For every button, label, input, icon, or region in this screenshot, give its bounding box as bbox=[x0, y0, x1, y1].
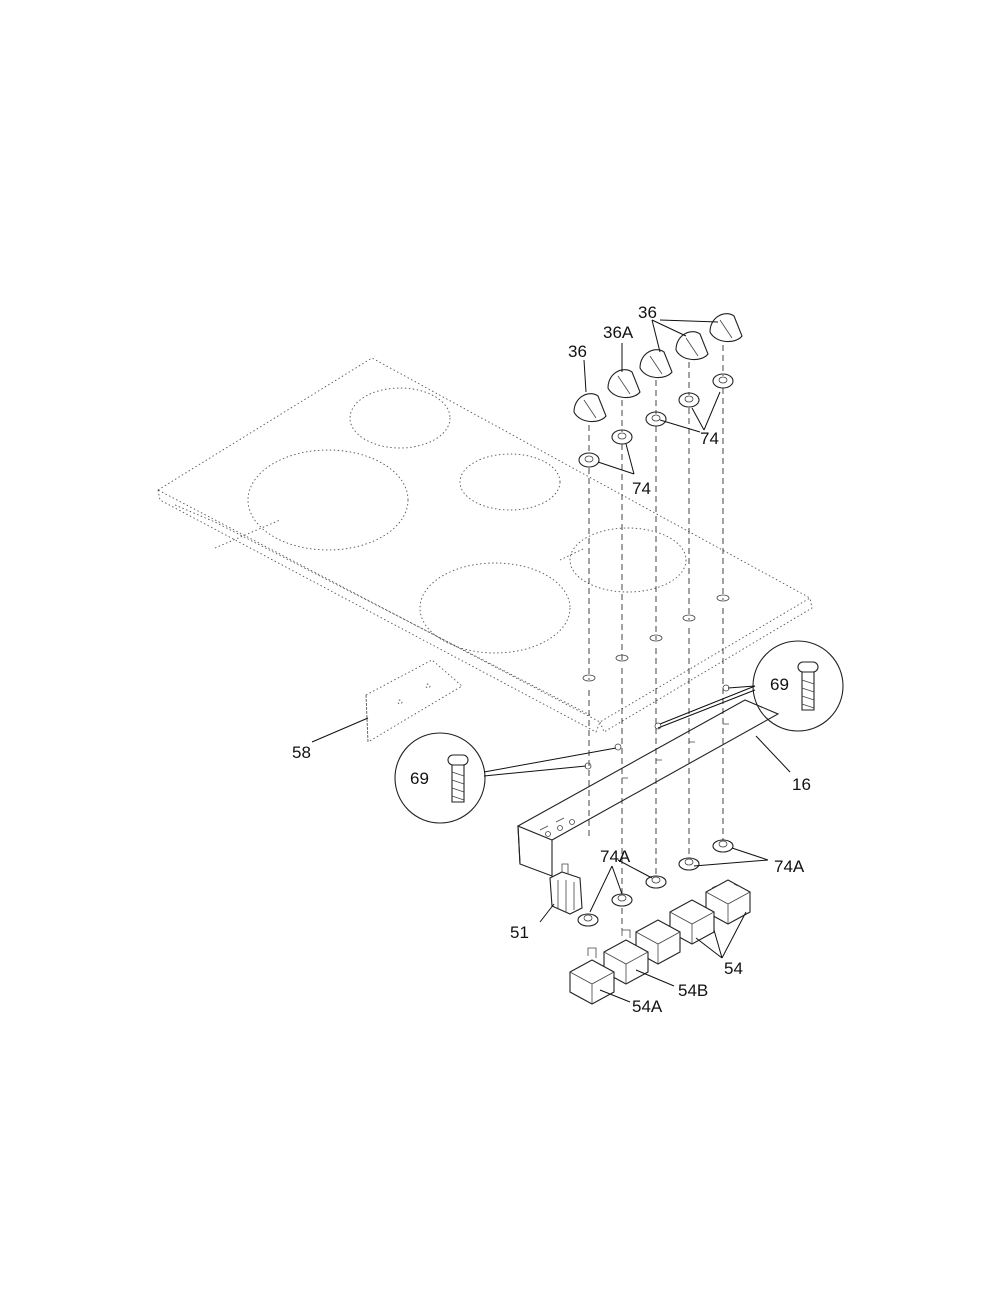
switch-54-2 bbox=[669, 899, 715, 945]
burner-back-right bbox=[459, 453, 561, 511]
label-58: 58 bbox=[292, 743, 311, 762]
leader-lines bbox=[311, 319, 791, 1003]
label-36-top: 36 bbox=[638, 303, 657, 322]
knob-36-3 bbox=[639, 349, 673, 379]
label-54: 54 bbox=[724, 959, 743, 978]
burner-back-left bbox=[349, 387, 451, 449]
knob-36-4 bbox=[675, 331, 709, 361]
label-54a: 54A bbox=[632, 997, 663, 1016]
label-74a-right: 74A bbox=[774, 857, 805, 876]
screw-callout-left bbox=[394, 732, 622, 824]
label-36-left: 36 bbox=[568, 342, 587, 361]
knob-36a bbox=[607, 369, 641, 399]
cooktop-glass bbox=[157, 357, 813, 733]
control-panel-16 bbox=[516, 699, 780, 877]
label-54b: 54B bbox=[678, 981, 708, 1000]
label-74-right: 74 bbox=[700, 429, 719, 448]
burner-front-left bbox=[419, 562, 571, 654]
label-36a: 36A bbox=[603, 323, 634, 342]
washers-74 bbox=[578, 373, 734, 468]
label-16: 16 bbox=[792, 775, 811, 794]
bracket-58 bbox=[365, 659, 463, 743]
label-69-left: 69 bbox=[410, 769, 429, 788]
burner-large-left bbox=[247, 449, 409, 551]
knob-36-1 bbox=[573, 393, 607, 423]
label-69-right: 69 bbox=[770, 675, 789, 694]
label-51: 51 bbox=[510, 923, 529, 942]
switch-54a bbox=[569, 947, 615, 1005]
screw-callout-right bbox=[654, 640, 844, 732]
rings-74a bbox=[577, 839, 734, 927]
knob-36-5 bbox=[709, 313, 743, 343]
switch-51 bbox=[549, 863, 583, 915]
label-74-left: 74 bbox=[632, 479, 651, 498]
burner-front-right bbox=[569, 527, 687, 593]
part-labels: 36 36A 36 74 74 69 69 58 16 74A 74A 51 5… bbox=[292, 303, 811, 1016]
label-74a-left: 74A bbox=[600, 847, 631, 866]
